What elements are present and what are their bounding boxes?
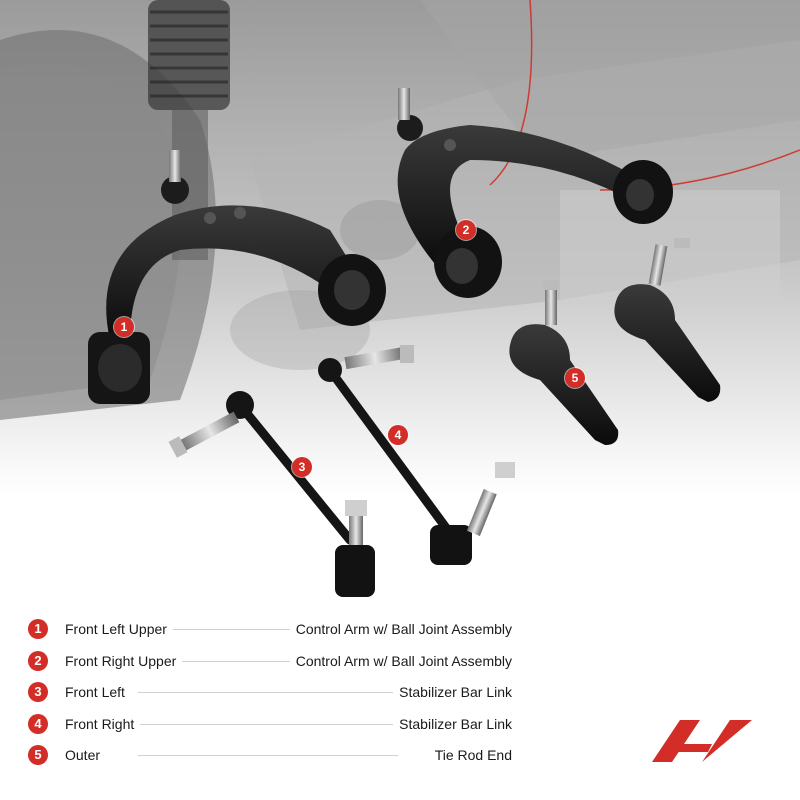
legend-part-type: Stabilizer Bar Link bbox=[393, 716, 512, 732]
legend-divider bbox=[138, 755, 398, 756]
legend-part-position: Front Right Upper bbox=[65, 653, 183, 669]
legend-part-position: Front Left Upper bbox=[65, 621, 173, 637]
legend-divider bbox=[138, 629, 398, 630]
legend-part-position: Outer bbox=[65, 747, 107, 763]
front-right-stabilizer-bar-link bbox=[318, 345, 515, 565]
legend-part-type: Control Arm w/ Ball Joint Assembly bbox=[289, 621, 512, 637]
legend-row-4: 4 Front Right Stabilizer Bar Link bbox=[28, 714, 518, 738]
legend-divider bbox=[138, 692, 398, 693]
legend-number-badge: 3 bbox=[28, 682, 48, 702]
legend-part-position: Front Right bbox=[65, 716, 141, 732]
front-left-upper-control-arm bbox=[88, 150, 386, 404]
legend-row-1: 1 Front Left Upper Control Arm w/ Ball J… bbox=[28, 619, 518, 643]
legend-part-type: Control Arm w/ Ball Joint Assembly bbox=[289, 653, 512, 669]
callout-2: 2 bbox=[456, 220, 476, 240]
callout-3: 3 bbox=[292, 457, 312, 477]
legend-part-type: Tie Rod End bbox=[428, 747, 512, 763]
legend-row-3: 3 Front Left Stabilizer Bar Link bbox=[28, 682, 518, 706]
legend-part-type: Stabilizer Bar Link bbox=[393, 684, 512, 700]
outer-tie-rod-ends bbox=[509, 238, 721, 445]
legend-divider bbox=[138, 661, 398, 662]
legend-number-badge: 2 bbox=[28, 651, 48, 671]
legend-number-badge: 5 bbox=[28, 745, 48, 765]
legend-number-badge: 4 bbox=[28, 714, 48, 734]
legend-number-badge: 1 bbox=[28, 619, 48, 639]
callout-5: 5 bbox=[565, 368, 585, 388]
legend-divider bbox=[138, 724, 398, 725]
legend-part-position: Front Left bbox=[65, 684, 131, 700]
legend-row-5: 5 Outer Tie Rod End bbox=[28, 745, 518, 769]
brand-logo bbox=[652, 720, 752, 762]
legend-row-2: 2 Front Right Upper Control Arm w/ Ball … bbox=[28, 651, 518, 675]
callout-4: 4 bbox=[388, 425, 408, 445]
callout-1: 1 bbox=[114, 317, 134, 337]
